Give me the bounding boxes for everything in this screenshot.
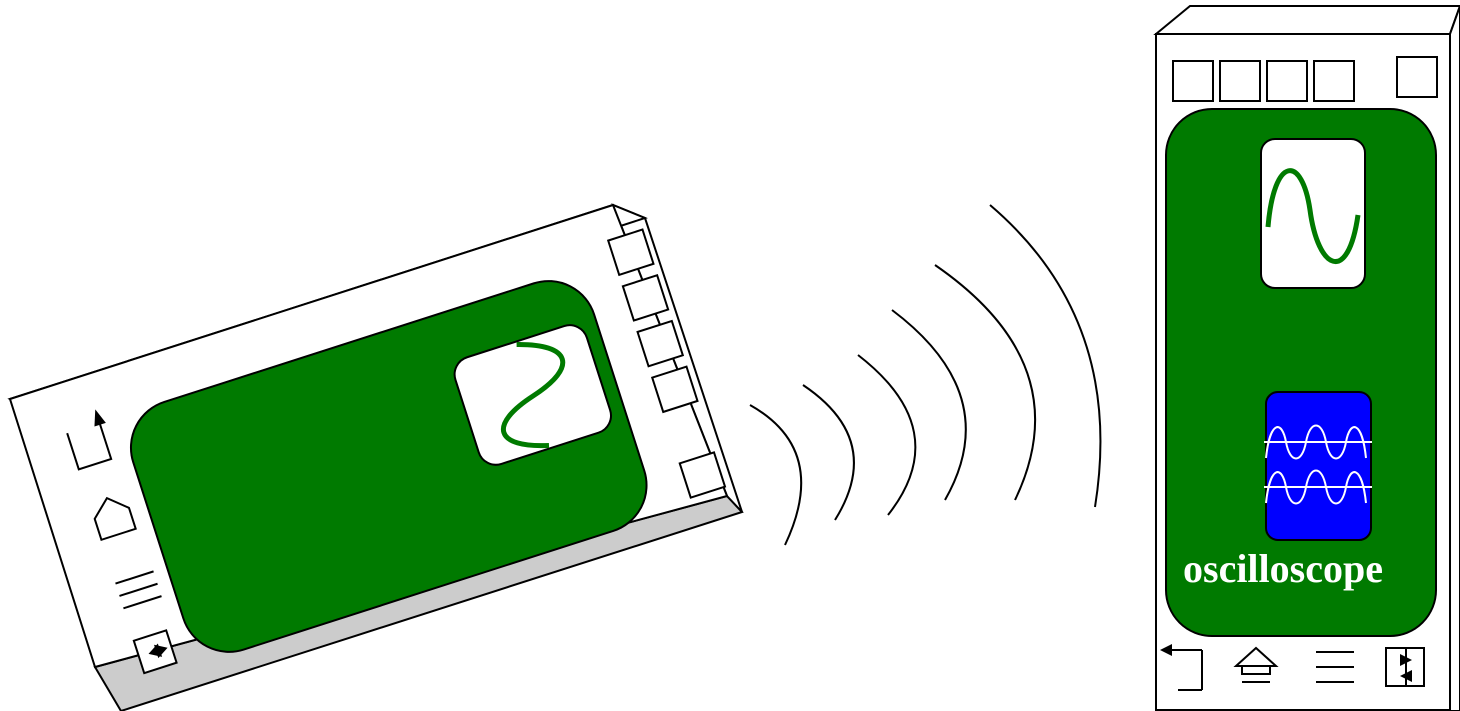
signal-wave-5 xyxy=(935,265,1035,500)
right-device-button-2[interactable] xyxy=(1220,61,1260,101)
signal-wave-6 xyxy=(990,205,1100,507)
oscilloscope-app-tile[interactable] xyxy=(1266,392,1371,540)
right-device-button-3[interactable] xyxy=(1267,61,1307,101)
signal-wave-2 xyxy=(803,385,854,520)
wireless-signal-icon xyxy=(750,205,1100,545)
right-device-switch-app-icon[interactable] xyxy=(1386,648,1424,686)
left-device xyxy=(10,205,742,711)
oscilloscope-label: oscilloscope xyxy=(1183,546,1383,591)
signal-wave-1 xyxy=(750,405,801,545)
right-device-side xyxy=(1450,6,1460,711)
right-device-button-4[interactable] xyxy=(1314,61,1354,101)
right-device-button-5[interactable] xyxy=(1397,57,1437,97)
right-device-button-1[interactable] xyxy=(1173,61,1213,101)
right-device: oscilloscope xyxy=(1156,6,1460,711)
right-device-top-edge xyxy=(1156,6,1460,34)
signal-wave-3 xyxy=(858,355,915,515)
